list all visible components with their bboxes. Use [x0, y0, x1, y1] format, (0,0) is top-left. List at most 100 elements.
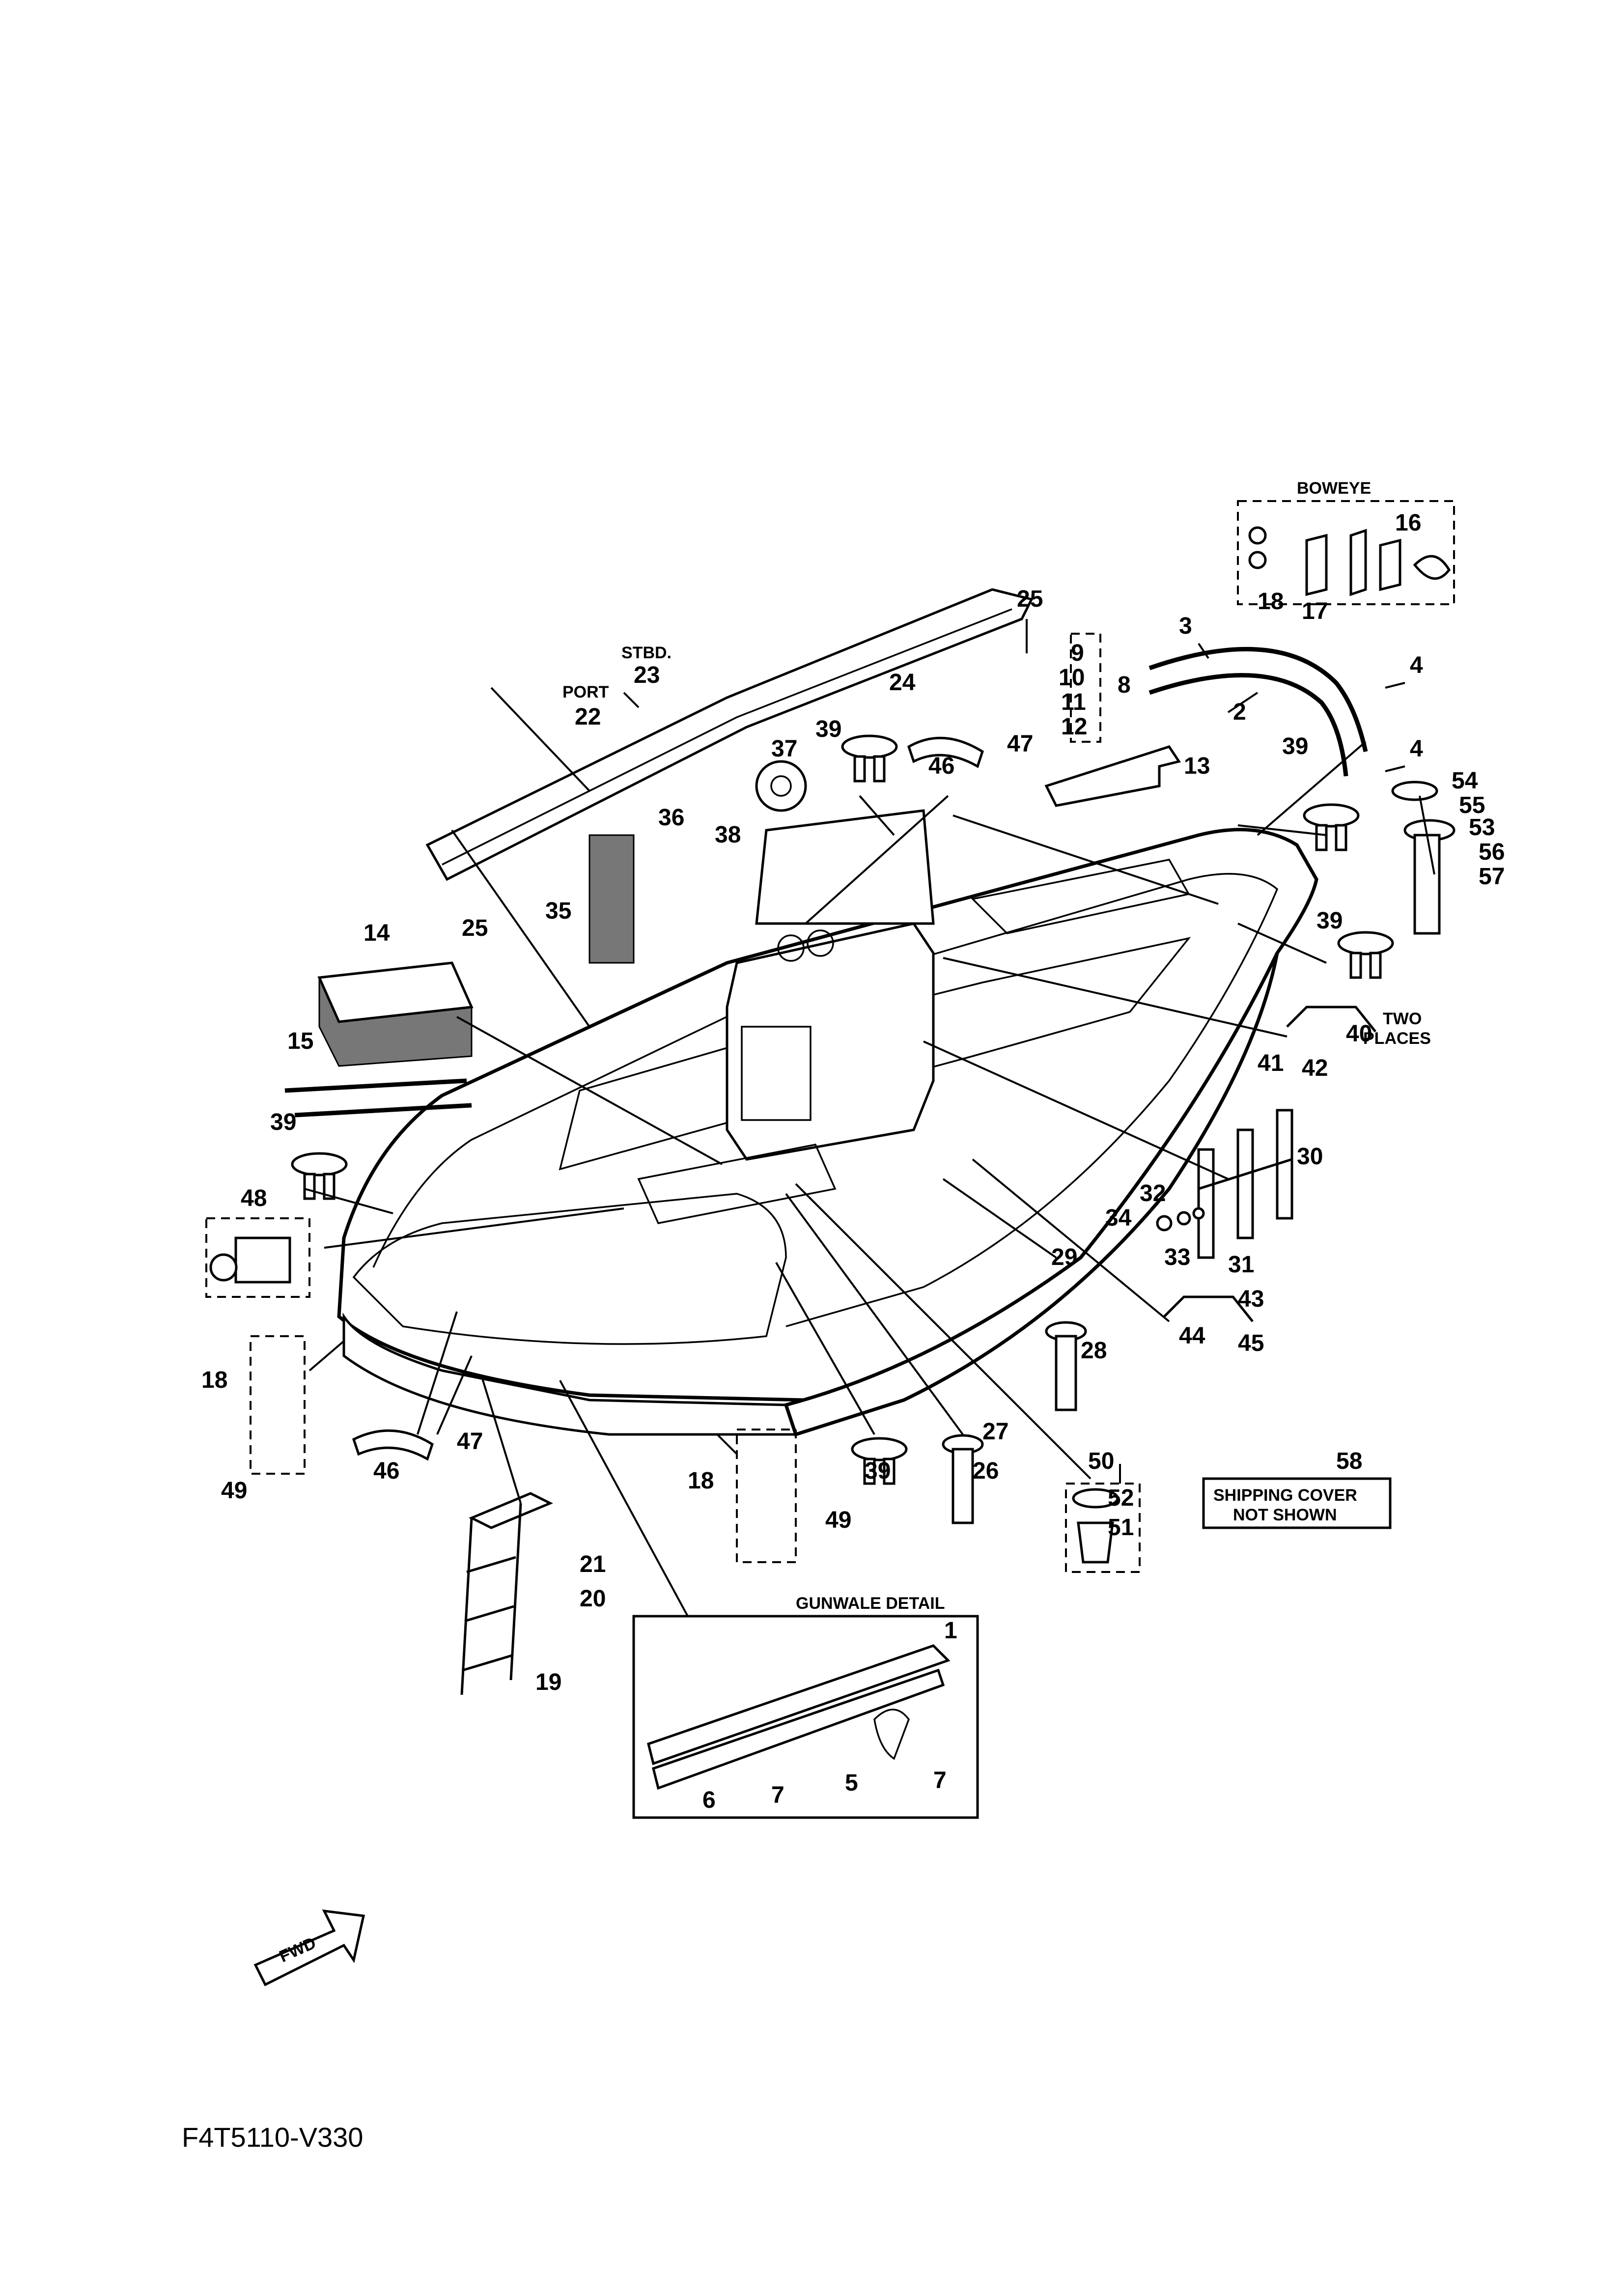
- callout-13: 13: [1184, 753, 1210, 779]
- callout-9: 9: [1071, 640, 1084, 666]
- callout-1: 1: [944, 1618, 957, 1644]
- callout-50: 50: [1088, 1448, 1114, 1474]
- boweye-parts: [1248, 526, 1451, 596]
- port-label: PORT: [562, 683, 609, 701]
- callout-labels: BOWEYE STBD. PORT TWO PLACES GUNWALE DET…: [201, 479, 1505, 1813]
- callout-43: 43: [1238, 1286, 1264, 1312]
- callout-46: 46: [928, 753, 954, 779]
- fwd-arrow-icon: FWD: [253, 1909, 365, 1987]
- callout-44: 44: [1179, 1323, 1205, 1349]
- console-panel: [741, 1026, 812, 1121]
- callout-20: 20: [580, 1586, 606, 1612]
- callout-37: 37: [771, 736, 797, 762]
- windshield: [755, 809, 935, 925]
- boarding-ladder: [460, 1492, 554, 1695]
- shipping-cover-label-2: NOT SHOWN: [1233, 1506, 1337, 1524]
- callout-15: 15: [287, 1028, 313, 1054]
- drink-holder: [1072, 1488, 1119, 1564]
- callout-18: 18: [201, 1367, 227, 1393]
- callout-17: 17: [1302, 598, 1328, 624]
- two-places-label-2: PLACES: [1363, 1029, 1431, 1048]
- callout-11: 11: [1061, 689, 1086, 715]
- top-rail-assembly: [425, 588, 1034, 881]
- cooler: [317, 961, 474, 1067]
- callout-47: 47: [1007, 731, 1033, 757]
- callout-27: 27: [982, 1419, 1008, 1445]
- callout-39: 39: [270, 1109, 296, 1135]
- cleat: [291, 1152, 348, 1200]
- callout-35: 35: [545, 898, 571, 924]
- helm-console: [726, 922, 935, 1161]
- transom: [342, 1312, 798, 1436]
- callout-45: 45: [1238, 1330, 1264, 1356]
- group-box-49-right: [736, 1429, 797, 1563]
- callout-29: 29: [1051, 1244, 1077, 1270]
- callout-53: 53: [1469, 814, 1495, 841]
- top-rail: [425, 588, 1034, 881]
- gunwale-detail-label: GUNWALE DETAIL: [796, 1594, 945, 1613]
- two-places-label-1: TWO: [1383, 1010, 1422, 1028]
- callout-14: 14: [364, 920, 390, 946]
- callout-49: 49: [825, 1507, 851, 1533]
- callout-2: 2: [1233, 699, 1246, 725]
- callout-5: 5: [845, 1770, 858, 1796]
- callout-23: 23: [634, 662, 660, 688]
- callout-39: 39: [815, 716, 841, 742]
- callout-41: 41: [1258, 1050, 1284, 1076]
- callout-34: 34: [1105, 1205, 1132, 1231]
- support-bars: [284, 1078, 472, 1118]
- grab-handle: [907, 736, 984, 768]
- drain-plug: [209, 1236, 291, 1284]
- callout-4: 4: [1410, 736, 1423, 762]
- gauge: [807, 929, 834, 957]
- retainer-kit: [1156, 1207, 1205, 1232]
- callout-26: 26: [973, 1458, 999, 1484]
- callout-57: 57: [1479, 864, 1505, 890]
- rod-holder: [1045, 1321, 1087, 1411]
- callout-3: 3: [1179, 613, 1192, 639]
- seat-panel: [588, 834, 635, 964]
- callout-12: 12: [1061, 714, 1087, 740]
- group-box-50: [1065, 1483, 1141, 1573]
- swim-platform: [352, 1193, 787, 1345]
- callout-19: 19: [535, 1669, 561, 1695]
- callout-40: 40: [1346, 1021, 1372, 1047]
- cleat: [851, 1437, 908, 1485]
- rear-seat: [637, 1144, 837, 1224]
- group-box-48: [205, 1217, 310, 1298]
- callout-25: 25: [1017, 586, 1043, 612]
- callout-7: 7: [771, 1782, 784, 1808]
- gunwale-detail-drawing: [647, 1644, 951, 1790]
- callout-8: 8: [1118, 672, 1131, 698]
- callout-39: 39: [865, 1458, 891, 1484]
- gauge: [777, 934, 805, 962]
- callout-58: 58: [1336, 1448, 1362, 1474]
- grab-handle: [352, 1429, 434, 1461]
- callout-52: 52: [1108, 1485, 1134, 1511]
- callout-42: 42: [1302, 1055, 1328, 1081]
- rod-holder: [1403, 819, 1456, 935]
- deck-inner-line: [372, 873, 1279, 1327]
- deck-plate: [1391, 781, 1438, 801]
- callout-10: 10: [1059, 665, 1085, 691]
- stbd-label: STBD.: [621, 644, 672, 662]
- boweye-group-box: [1237, 500, 1455, 605]
- callout-49: 49: [221, 1478, 247, 1504]
- step-pad: [1044, 745, 1181, 807]
- callout-48: 48: [241, 1185, 267, 1211]
- bow-rail-strip: [1148, 646, 1368, 777]
- callout-21: 21: [580, 1551, 606, 1577]
- callout-46: 46: [373, 1458, 399, 1484]
- callout-30: 30: [1297, 1144, 1323, 1170]
- callout-18: 18: [688, 1468, 714, 1494]
- drawing-code: F4T5110-V330: [182, 2122, 363, 2153]
- boat-deck-assembly: [337, 809, 1318, 1437]
- boweye-label: BOWEYE: [1297, 479, 1371, 498]
- cleat: [841, 734, 898, 783]
- callout-31: 31: [1228, 1252, 1254, 1278]
- shipping-cover-box: [1202, 1477, 1392, 1529]
- callout-55: 55: [1459, 792, 1485, 818]
- cleat: [1303, 803, 1360, 851]
- callout-38: 38: [715, 822, 741, 848]
